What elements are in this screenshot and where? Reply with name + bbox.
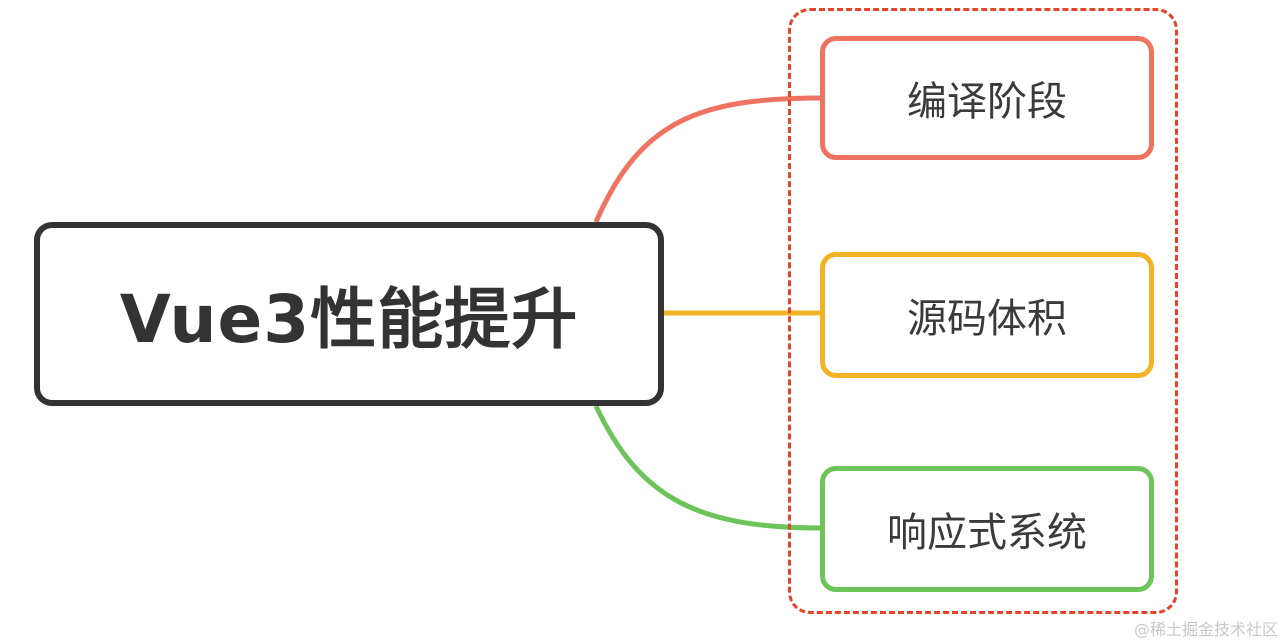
node-compile-stage[interactable]: 编译阶段 (820, 36, 1154, 160)
connector-reactive (593, 404, 823, 531)
connector-compile (593, 95, 823, 223)
node-source-size[interactable]: 源码体积 (820, 252, 1154, 378)
root-label: Vue3性能提升 (119, 281, 579, 358)
root-node[interactable]: Vue3性能提升 (34, 222, 664, 406)
children-group-box (788, 8, 1178, 614)
node-source-size-label: 源码体积 (907, 296, 1067, 342)
node-reactive-system[interactable]: 响应式系统 (820, 466, 1154, 592)
watermark: @稀土掘金技术社区 (1133, 620, 1278, 639)
node-reactive-system-label: 响应式系统 (887, 510, 1087, 556)
node-compile-stage-label: 编译阶段 (907, 79, 1067, 125)
